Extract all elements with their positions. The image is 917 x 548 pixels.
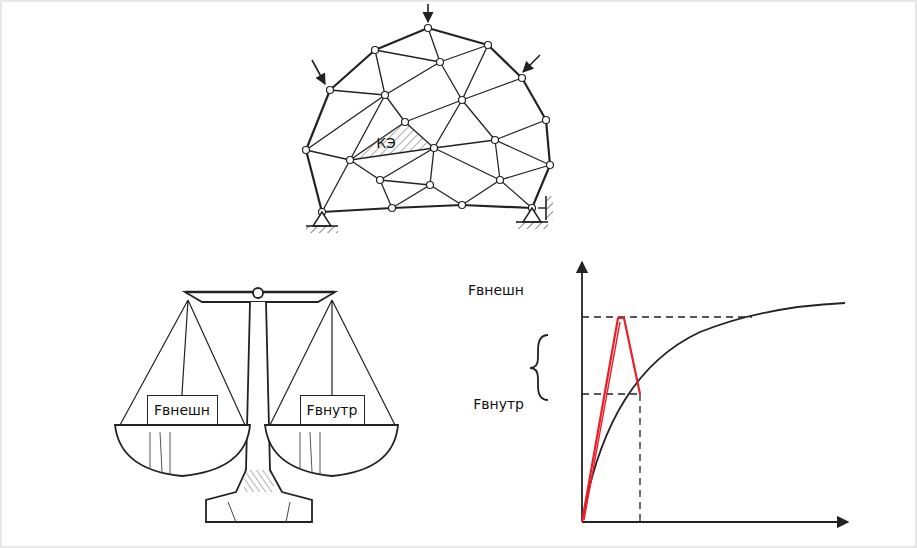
mesh-edge — [306, 150, 322, 212]
mesh-edge — [380, 148, 434, 180]
mesh-edge — [405, 122, 434, 148]
mesh-edge — [546, 120, 550, 165]
mesh-node — [372, 47, 379, 54]
mesh-edge — [405, 100, 462, 122]
mesh-edge — [380, 180, 430, 185]
mesh-edge — [440, 45, 488, 62]
mesh-node — [437, 59, 444, 66]
mesh-node — [427, 182, 434, 189]
ground-line — [306, 225, 338, 227]
mesh-edge — [434, 140, 495, 148]
axis-label: Fвнутр — [471, 396, 526, 412]
ground — [306, 226, 338, 233]
element-label: КЭ — [374, 135, 398, 151]
mesh-edge — [462, 78, 522, 100]
mesh-edge — [380, 180, 392, 208]
mesh-edge — [462, 180, 500, 205]
mesh-edge — [350, 122, 405, 160]
wall-hatch — [546, 196, 553, 220]
mesh-node — [377, 177, 384, 184]
mesh-edge — [488, 45, 522, 78]
mesh-edge — [434, 148, 500, 180]
mesh-node — [327, 87, 334, 94]
mesh-edge — [330, 50, 375, 90]
mesh-edge — [375, 50, 440, 62]
mesh-node — [485, 42, 492, 49]
mesh-edge — [495, 120, 546, 140]
mesh-edge — [385, 95, 405, 122]
mesh-node — [497, 177, 504, 184]
mesh-edge — [350, 160, 380, 180]
load-arrow — [427, 4, 429, 22]
mesh-edge — [392, 185, 430, 208]
wall-link — [538, 207, 546, 208]
weight-label: Fвнешн — [154, 402, 210, 418]
mesh-node — [382, 92, 389, 99]
weight-box: Fвнешн — [147, 395, 218, 425]
weight-box: Fвнутр — [300, 395, 365, 425]
mesh-node — [347, 157, 354, 164]
mesh-edge — [495, 140, 500, 180]
ground — [516, 222, 548, 229]
axis-label: Fвнешн — [466, 282, 526, 298]
mesh-edge — [434, 100, 462, 148]
mesh-node — [492, 137, 499, 144]
mesh-edge — [495, 140, 550, 165]
weight-label: Fвнутр — [307, 402, 358, 418]
mesh-edge — [440, 62, 462, 100]
load-arrow — [523, 55, 540, 72]
support — [313, 212, 331, 226]
mesh-edge — [322, 208, 392, 212]
hatched-element — [350, 122, 434, 160]
mesh-edge — [306, 150, 350, 160]
mesh-edge — [500, 165, 550, 180]
mesh-edge — [385, 62, 440, 95]
mesh-edge — [430, 185, 462, 205]
mesh-node — [543, 117, 550, 124]
mesh-edge — [322, 160, 350, 212]
mesh-node — [402, 119, 409, 126]
mesh-edge — [500, 180, 532, 208]
force-graph — [530, 262, 848, 522]
mesh-edge — [430, 148, 434, 185]
mesh-edge — [428, 28, 440, 62]
mesh-node — [425, 25, 432, 32]
mesh-node — [459, 97, 466, 104]
fe-mesh — [303, 4, 554, 233]
load-arrow — [312, 60, 325, 84]
mesh-edge — [462, 100, 495, 140]
support — [523, 208, 541, 222]
mesh-edge — [330, 90, 385, 95]
mesh-edge — [522, 78, 546, 120]
mesh-node — [431, 145, 438, 152]
mesh-node — [303, 147, 310, 154]
mesh-edge — [428, 28, 488, 45]
mesh-node — [547, 162, 554, 169]
balance-scale — [115, 288, 398, 522]
mesh-edge — [375, 28, 428, 50]
mesh-edge — [392, 205, 462, 208]
mesh-edge — [462, 205, 532, 208]
mesh-edge — [306, 95, 385, 150]
ground-line — [516, 221, 548, 223]
mesh-node — [389, 205, 396, 212]
mesh-edge — [375, 50, 385, 95]
mesh-node — [459, 202, 466, 209]
mesh-node — [519, 75, 526, 82]
